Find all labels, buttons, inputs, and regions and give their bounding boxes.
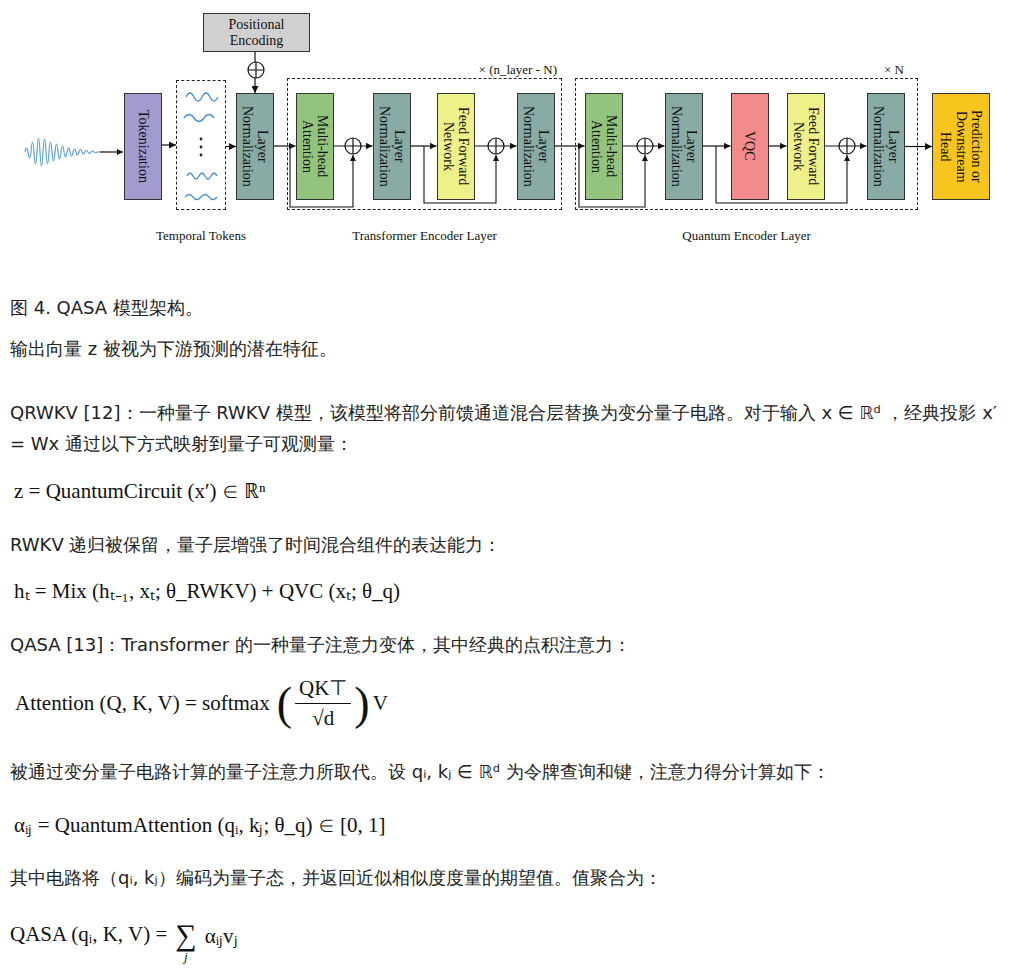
- sum-junction: [637, 138, 653, 154]
- box-label: VQC: [742, 97, 757, 196]
- norm-box: Layer Normalization: [236, 93, 274, 200]
- flow-arrow: [334, 145, 373, 146]
- node-layer: TokenizationTemporal TokensPositional En…: [0, 0, 1024, 260]
- box-label: Layer Normalization: [668, 97, 699, 196]
- box-label: Multi-head Attention: [588, 97, 619, 196]
- group-label: Temporal Tokens: [156, 228, 246, 244]
- body-text: QRWKV [12]：一种量子 RWKV 模型，该模型将部分前馈通道混合层替换为…: [10, 397, 1010, 459]
- attention-box: Multi-head Attention: [585, 93, 623, 200]
- repeat-label: × (n_layer - N): [479, 62, 557, 78]
- box-label: Layer Normalization: [376, 97, 407, 196]
- input-waveform: [25, 138, 100, 166]
- flow-arrow: [475, 145, 517, 146]
- token-group: Temporal Tokens: [176, 80, 226, 210]
- flow-arrow: [162, 144, 176, 145]
- formula-part: j: [184, 950, 188, 963]
- body-text: 输出向量 z 被视为下游预测的潜在特征。: [10, 337, 337, 361]
- input-arrow: [100, 151, 123, 152]
- feedforward-box: Feed Forward Network: [787, 93, 825, 200]
- attention-box: Multi-head Attention: [296, 93, 334, 200]
- feedforward-box: Feed Forward Network: [437, 93, 475, 200]
- sum-junction: [345, 138, 361, 154]
- flow-arrow: [769, 145, 787, 146]
- flow-arrow: [226, 146, 236, 147]
- encoder-group: × (n_layer - N)Transformer Encoder Layer…: [287, 78, 562, 210]
- norm-box: Layer Normalization: [373, 93, 411, 200]
- formula-part: (: [277, 681, 292, 727]
- box-label: Layer Normalization: [240, 97, 271, 196]
- formula: αᵢⱼ = QuantumAttention (qᵢ, kⱼ; θ_q) ∈ […: [14, 810, 386, 839]
- flow-arrow: [905, 146, 933, 147]
- body-text: QASA [13]：Transformer 的一种量子注意力变体，其中经典的点积…: [10, 633, 631, 657]
- formula-part: QASA (qᵢ, K, V) =: [10, 922, 167, 947]
- flow-arrow: [555, 145, 585, 146]
- body-text: 被通过变分量子电路计算的量子注意力所取代。设 qᵢ, kⱼ ∈ ℝᵈ 为令牌查询…: [10, 760, 830, 784]
- box-label: Layer Normalization: [520, 97, 551, 196]
- box-label: Tokenization: [135, 97, 150, 196]
- process-box: Tokenization: [124, 93, 162, 200]
- token-waves: [184, 93, 218, 200]
- group-label: Transformer Encoder Layer: [352, 228, 497, 244]
- box-label: Positional Encoding: [204, 17, 309, 48]
- fraction: QK⊤√d: [295, 676, 351, 731]
- box-label: Feed Forward Network: [790, 97, 821, 196]
- formula-row: QASA (qᵢ, K, V) = ∑j αᵢⱼvⱼ: [10, 906, 238, 963]
- flow-arrow: [254, 52, 255, 93]
- repeat-label: × N: [884, 62, 904, 78]
- formula-part: ∑: [175, 920, 196, 950]
- sum-operator: ∑j: [175, 920, 196, 963]
- norm-box: Layer Normalization: [665, 93, 703, 200]
- norm-box: Layer Normalization: [867, 93, 905, 200]
- sum-junction: [488, 138, 504, 154]
- figure: TokenizationTemporal TokensPositional En…: [0, 0, 1024, 260]
- sum-junction: [248, 62, 264, 78]
- sum-junction: [839, 138, 855, 154]
- encoder-group: × NQuantum Encoder LayerMulti-head Atten…: [575, 78, 918, 210]
- flow-arrow: [825, 145, 867, 146]
- box-label: Prediction or Downstream Head: [938, 97, 984, 196]
- box-label: Multi-head Attention: [299, 97, 330, 196]
- flow-arrow: [623, 145, 665, 146]
- box-label: Feed Forward Network: [440, 97, 471, 196]
- formula-part: αᵢⱼvⱼ: [205, 921, 238, 949]
- output-box: Prediction or Downstream Head: [932, 93, 990, 200]
- figure-caption: 图 4. QASA 模型架构。: [10, 296, 203, 320]
- formula-part: ): [354, 681, 369, 727]
- flow-arrow: [274, 145, 296, 146]
- body-text: 其中电路将（qᵢ, kⱼ）编码为量子态，并返回近似相似度度量的期望值。值聚合为：: [10, 866, 662, 890]
- body-text: RWKV 递归被保留，量子层增强了时间混合组件的表达能力：: [10, 533, 501, 557]
- formula-part: V: [373, 691, 388, 716]
- formula-part: Attention (Q, K, V) = softmax: [15, 691, 270, 716]
- encoding-box: Positional Encoding: [203, 13, 310, 52]
- formula: z = QuantumCircuit (x′) ∈ ℝⁿ: [14, 476, 266, 505]
- ellipsis-dots: [200, 138, 203, 157]
- quantum-circuit-box: VQC: [731, 93, 769, 200]
- formula-row: Attention (Q, K, V) = softmax (QK⊤√d)V: [15, 676, 388, 731]
- formula-part: QK⊤: [295, 676, 351, 704]
- formula: hₜ = Mix (hₜ₋₁, xₜ; θ_RWKV) + QVC (xₜ; θ…: [14, 576, 400, 604]
- group-label: Quantum Encoder Layer: [682, 228, 811, 244]
- box-label: Layer Normalization: [870, 97, 901, 196]
- flow-arrow: [703, 145, 731, 146]
- flow-arrow: [411, 145, 437, 146]
- norm-box: Layer Normalization: [517, 93, 555, 200]
- formula-part: √d: [295, 704, 351, 731]
